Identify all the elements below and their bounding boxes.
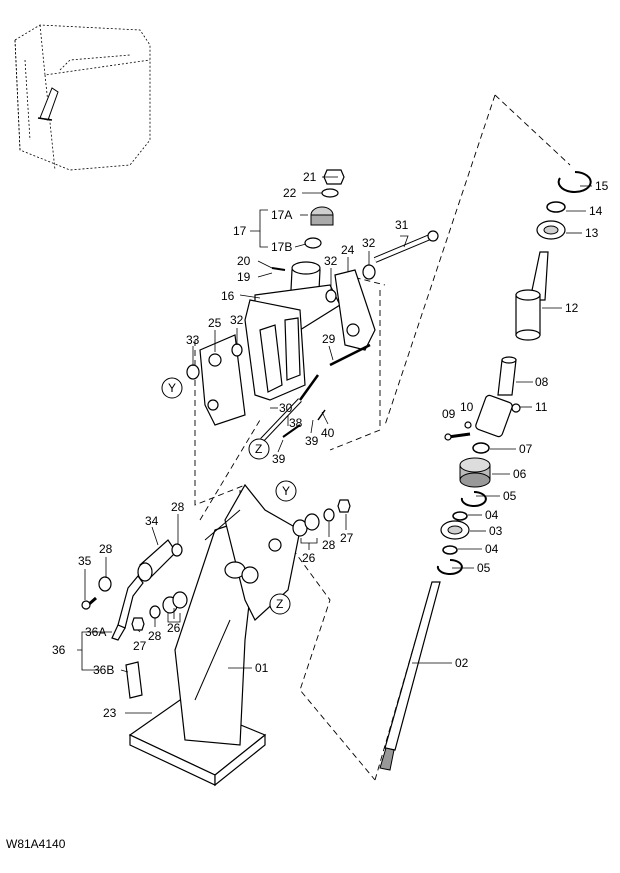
leader-lines	[77, 176, 592, 714]
label-26-right: 26	[302, 551, 316, 565]
label-30: 30	[279, 401, 293, 415]
label-17a: 17A	[271, 208, 292, 222]
label-17: 17	[233, 224, 247, 238]
label-36: 36	[52, 643, 66, 657]
label-39-right: 39	[305, 434, 319, 448]
label-28-left: 28	[99, 542, 113, 556]
label-27-right: 27	[340, 531, 354, 545]
label-40: 40	[321, 426, 335, 440]
label-26-left: 26	[167, 621, 181, 635]
label-13: 13	[585, 226, 599, 240]
callout-y-lower: Y	[282, 484, 290, 498]
label-27-left: 27	[133, 639, 147, 653]
cab-outline-icon	[14, 24, 151, 171]
label-32-middle: 32	[324, 254, 338, 268]
label-28-right: 28	[322, 538, 336, 552]
label-14: 14	[589, 204, 603, 218]
label-32-left: 32	[230, 313, 244, 327]
label-22: 22	[283, 186, 297, 200]
label-34: 34	[145, 514, 159, 528]
label-19: 19	[237, 270, 251, 284]
label-23: 23	[103, 706, 117, 720]
label-02: 02	[455, 656, 469, 670]
label-10: 10	[460, 400, 474, 414]
bracket-assembly	[186, 169, 439, 442]
label-31: 31	[395, 218, 409, 232]
label-04-upper: 04	[485, 508, 499, 522]
label-25: 25	[208, 316, 222, 330]
lower-column	[81, 483, 351, 787]
callout-z-upper: Z	[255, 442, 262, 456]
label-17b: 17B	[271, 240, 292, 254]
label-29: 29	[322, 332, 336, 346]
label-28-top: 28	[171, 500, 185, 514]
label-24: 24	[341, 243, 355, 257]
label-39-left: 39	[272, 452, 286, 466]
label-20: 20	[237, 254, 251, 268]
label-03: 03	[489, 524, 503, 538]
label-35: 35	[78, 554, 92, 568]
label-05-lower: 05	[477, 561, 491, 575]
label-33: 33	[186, 333, 200, 347]
assembly-dashes	[194, 94, 571, 781]
label-16: 16	[221, 289, 235, 303]
label-06: 06	[513, 467, 527, 481]
label-15: 15	[595, 179, 609, 193]
label-07: 07	[519, 442, 533, 456]
label-28-bottom: 28	[148, 629, 162, 643]
label-36b: 36B	[93, 663, 114, 677]
label-09: 09	[442, 407, 456, 421]
label-05-upper: 05	[503, 489, 517, 503]
label-01: 01	[255, 661, 269, 675]
label-12: 12	[565, 301, 579, 315]
label-21: 21	[303, 170, 317, 184]
callout-y-upper: Y	[168, 381, 176, 395]
label-36a: 36A	[85, 625, 106, 639]
steering-column-icon	[379, 171, 592, 771]
figure-code: W81A4140	[6, 837, 66, 851]
label-08: 08	[535, 375, 549, 389]
part-labels: 15 14 13 12 08 11 09 10 07 06 05 04 03 0…	[52, 170, 609, 720]
label-32-right: 32	[362, 236, 376, 250]
callouts: Y Y Z Z	[161, 377, 297, 615]
label-04-lower: 04	[485, 542, 499, 556]
label-38: 38	[289, 416, 303, 430]
callout-z-lower: Z	[276, 597, 283, 611]
label-11: 11	[535, 400, 548, 414]
